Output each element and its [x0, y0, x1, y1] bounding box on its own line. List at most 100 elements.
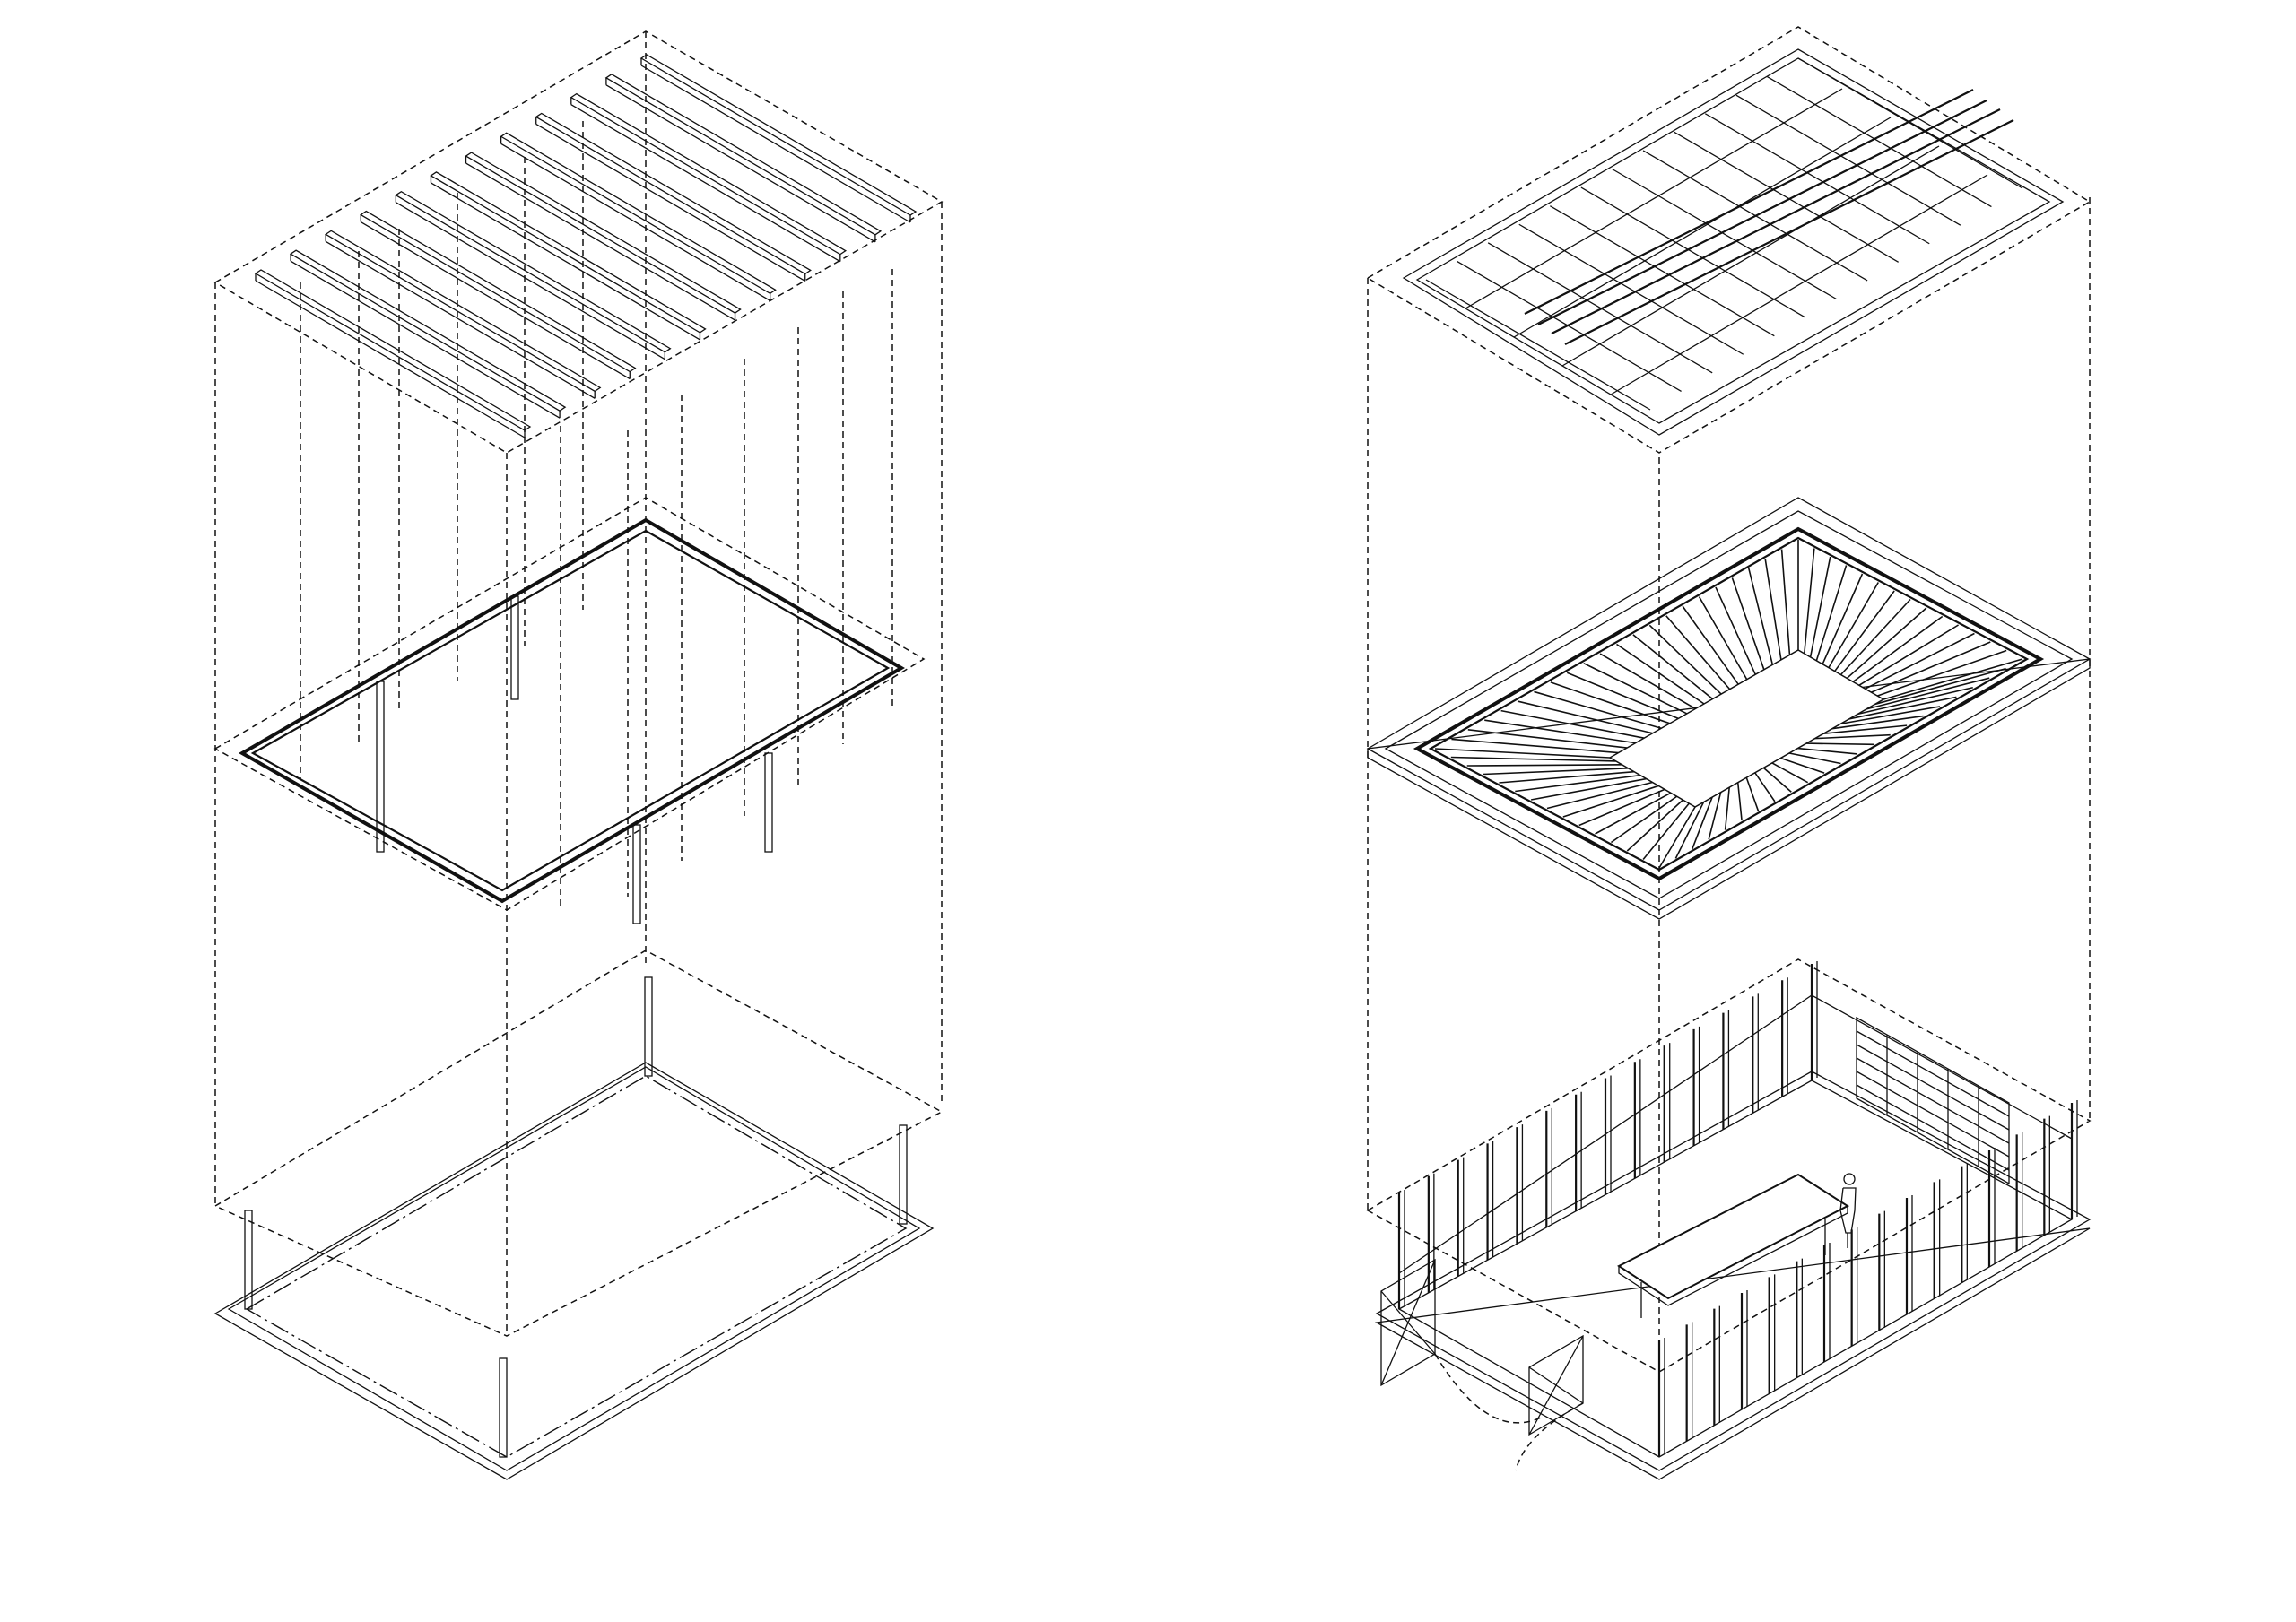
roof-beam: [289, 249, 567, 412]
skylight-slat: [1883, 658, 2023, 700]
bookshelf-shelf: [1856, 1057, 2010, 1144]
skylight-slat: [1517, 700, 1653, 734]
skylight-slat: [1840, 706, 1941, 725]
roof-beam-edge: [465, 162, 735, 321]
roof-beam: [604, 74, 883, 236]
coffer-rib: [1487, 242, 1713, 374]
floor-layer: [213, 950, 944, 1480]
left-structure-view: [213, 30, 944, 1480]
coffer-grid: [1425, 57, 2023, 411]
coffer-rib: [1610, 174, 1988, 395]
coffer-rib: [1465, 88, 1843, 309]
skylight-slat: [1762, 767, 1792, 793]
coffer-rib: [1457, 260, 1682, 392]
bookshelf-shelf: [1856, 1071, 2010, 1158]
corner-posts: [244, 976, 908, 1458]
skylight-slat: [1648, 624, 1722, 695]
skylight-slat: [1484, 719, 1636, 744]
skylight-slat: [1658, 806, 1696, 869]
skylight-slat: [1814, 733, 1891, 740]
skylight-slat: [1828, 582, 1879, 669]
skylight-slat: [1467, 729, 1628, 749]
skylight-slat: [1809, 556, 1831, 658]
roof-beam-edge: [255, 280, 526, 438]
roof-beam: [430, 171, 707, 334]
ring-beam-layer: [213, 497, 926, 924]
skylight-slat: [1578, 788, 1665, 827]
skylight-slat: [1530, 777, 1647, 801]
skylight-slat: [1866, 677, 1990, 710]
skylight-slat: [1865, 632, 1975, 690]
skylight-slat: [1434, 748, 1611, 759]
table: [1617, 1173, 1850, 1318]
skylight-slat: [1834, 590, 1895, 672]
skylight-slat: [1466, 764, 1622, 767]
coffer-rib: [1513, 117, 1892, 338]
skylight-slat: [1583, 662, 1688, 715]
coffer-rib: [1518, 223, 1744, 355]
skylight-slat: [1665, 615, 1731, 690]
roof-beams: [254, 54, 918, 438]
skylight-slat: [1682, 605, 1739, 685]
roof-beam: [395, 190, 672, 353]
roof-beam: [535, 112, 812, 275]
roof-beam: [570, 92, 848, 256]
roof-beam-edge: [500, 143, 770, 301]
roof-beam-edge: [640, 65, 911, 223]
roof-beam-edge: [360, 221, 631, 380]
roof-coffers-layer: [1366, 26, 2092, 454]
skylight-slat: [1674, 802, 1705, 859]
roof-beam-edge: [325, 240, 596, 399]
skylight-slat: [1715, 586, 1757, 675]
skylight-slat: [1858, 624, 1959, 686]
skylight-slat: [1771, 762, 1809, 784]
roof-beam-edge: [290, 260, 561, 419]
skylight-slat: [1780, 549, 1791, 655]
skylight-slat: [1806, 742, 1874, 746]
skylight-slat: [1632, 634, 1714, 700]
skylight-slat: [1764, 559, 1782, 661]
roof-beam: [465, 152, 742, 314]
coffer-rib: [1580, 186, 1806, 318]
skylight-slat: [1562, 785, 1659, 818]
skylight-slat: [1839, 598, 1911, 676]
skylight-slat: [1797, 747, 1857, 755]
skylight-slat: [1534, 690, 1662, 730]
skylight-slat: [1780, 757, 1825, 774]
roof-beam: [254, 269, 532, 431]
skylight-slat: [1874, 667, 2006, 706]
bookshelf-shelf: [1856, 1044, 2010, 1131]
roof-beam: [500, 132, 777, 295]
radial-slats: [1434, 540, 2023, 869]
skylight-slat: [1747, 568, 1774, 665]
skylight-slat: [1724, 787, 1730, 830]
skylight-slat: [1500, 709, 1645, 739]
skylight-slat: [1708, 792, 1722, 840]
skylight-slat: [1610, 795, 1678, 844]
coffer-rib: [1797, 57, 2023, 189]
coffer-rib: [1612, 168, 1837, 300]
skylight-slat: [1451, 738, 1619, 754]
skylight-slat: [1698, 596, 1748, 681]
roof-beam: [360, 210, 637, 373]
coffer-rib: [1767, 76, 1992, 208]
skylight-slat: [1616, 643, 1705, 705]
skylight-slat: [1546, 781, 1653, 810]
skylight-slat: [1515, 774, 1641, 793]
roof-beam-edge: [535, 123, 806, 282]
coffer-rib: [1704, 113, 1930, 245]
skylight-slat: [1822, 573, 1864, 665]
coffer-rib: [1561, 145, 1940, 367]
skylight-slat: [1450, 756, 1616, 762]
roof-beam-edge: [396, 202, 665, 360]
skylight-slat: [1846, 607, 1927, 680]
roof-beam-edge: [605, 84, 876, 243]
entrance-doors: [1380, 1258, 1584, 1471]
service-pipes: [1524, 89, 2014, 345]
roof-beam: [639, 54, 918, 216]
skylight-slat: [1857, 686, 1973, 716]
skylight-slat: [1483, 767, 1629, 776]
roof-beam-edge: [430, 182, 700, 341]
skylight-slat: [1595, 792, 1672, 835]
bookshelf-shelf: [1856, 1030, 2010, 1117]
